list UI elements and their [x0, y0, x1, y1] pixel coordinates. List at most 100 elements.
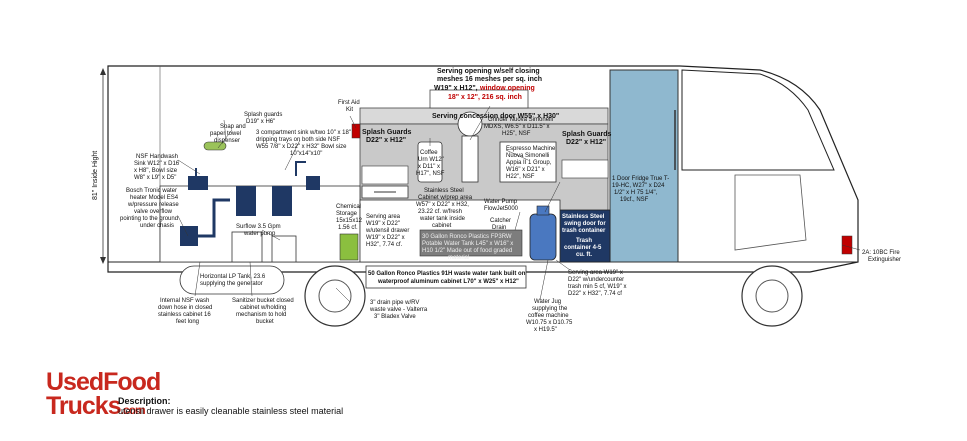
trash-label-1: Trash	[576, 238, 592, 244]
fridge	[609, 69, 679, 263]
logo-line-1: UsedFood	[46, 368, 161, 396]
jug-label-3: coffee machine	[528, 313, 569, 319]
serving-opening-label-1: Serving opening w/self closing	[437, 68, 540, 75]
urn-label-2: Urn W12"	[418, 157, 444, 163]
serve-trash-label-2: D22" w/undercounter	[568, 277, 624, 283]
leader-lines	[177, 105, 861, 303]
grinder-label-1: Grinder Nuova Simonelli	[488, 117, 553, 123]
usedfoodtrucks-logo: UsedFood Trucks.com	[46, 368, 161, 422]
arrow-down-icon	[100, 257, 106, 264]
handwash-label-3: x H8", Bowl size	[134, 168, 178, 174]
sink3-label-2: dripping trays on both side NSF	[256, 137, 340, 143]
lp-label-2: supplying the generator	[200, 281, 263, 287]
jug-label-5: x H19.5"	[534, 327, 557, 333]
catcher-label-1: Catcher	[490, 218, 511, 224]
waste-water-tank	[365, 265, 527, 289]
trash-cabinet	[559, 209, 611, 263]
cab-door	[734, 174, 807, 251]
water-pump	[271, 235, 297, 263]
height-label: 81" Inside Hight	[92, 151, 99, 200]
handwash-label-2: Sink W12" x D16	[134, 161, 180, 167]
swing-label-1: Stainless Steel	[562, 214, 605, 220]
splash-guard-right	[561, 159, 609, 179]
fridge-label-1: 1 Door Fridge True T-	[612, 176, 669, 182]
extinguisher-label-1: 2A: 10BC Fire	[862, 250, 900, 256]
faucet-icon	[295, 161, 306, 176]
flowjet-label-1: Water Pump	[484, 199, 518, 205]
serving-opening-label-3: W19" x H12",	[434, 85, 478, 92]
sink3-label-3: W55 7/8" x D22" x H32" Bowl size	[256, 144, 347, 150]
fridge-label-2: 19-HC, W27" x D24	[612, 183, 665, 189]
sanitizer-label-4: bucket	[256, 319, 274, 325]
trash-label-3: cu. ft.	[576, 252, 592, 258]
serve-trash-label-1: Serving area W19" x	[568, 270, 623, 276]
water-jug	[529, 213, 557, 261]
espresso-label-2: Nuova Simonelli	[506, 153, 549, 159]
espresso-machine	[499, 141, 557, 183]
splash-guard-middle	[361, 165, 409, 185]
arrow-up-icon	[100, 68, 106, 75]
nsf-wash-label-3: stainless cabinet 16	[158, 312, 211, 318]
splash-mid-label-2: D22" x H12"	[366, 137, 406, 144]
fresh-tank-label-2: Potable Water Tank L45" x W16" x	[422, 241, 513, 247]
fridge-label-4: 19cf., NSF	[620, 197, 649, 203]
swing-label-2: swing door for	[564, 221, 606, 227]
concession-door-label: Serving concession door W55" x H30"	[432, 113, 559, 120]
lp-tank	[179, 265, 285, 295]
sanitizer-label-2: cabinet w/holding	[240, 305, 286, 311]
handwash-label-4: W8" x L9" x D5"	[134, 175, 176, 181]
jug-label-4: W10.75 x D10.75	[526, 320, 573, 326]
nsf-wash-label-2: down hose in closed	[158, 305, 212, 311]
water-pipe	[198, 198, 230, 238]
serve-drawer-label-4: W19" x D22" x	[366, 235, 405, 241]
cab-window	[681, 69, 835, 171]
serving-opening-frame	[429, 89, 529, 109]
sanitizer-bucket	[231, 231, 263, 263]
soap-label-1: Soap and	[220, 124, 246, 130]
espresso-label-4: W16" x D21" x	[506, 167, 545, 173]
chem-label-4: 1.56 cf.	[338, 225, 358, 231]
drain-label-1: 3" drain pipe w/RV	[370, 300, 419, 306]
fresh-tank-label-3: H10 1/2" Made out of food graded	[422, 248, 512, 254]
fire-extinguisher	[841, 235, 853, 255]
sink-bowl-2	[272, 186, 292, 216]
serve-trash-label-3: trash min 5 cf, W19" x	[568, 284, 626, 290]
espresso-label-1: Espresso Machine	[506, 146, 556, 152]
serve-drawer-label-2: W19" x D22"	[366, 221, 400, 227]
soap-dispenser	[203, 141, 227, 151]
sanitizer-label-1: Sanitizer bucket closed	[232, 298, 294, 304]
description-text: utensil drawer is easily cleanable stain…	[118, 406, 344, 416]
sink3-label-4: 10"x14"x10"	[290, 151, 322, 157]
catcher-label-2: Drain	[492, 225, 506, 231]
serve-trash-label-4: D22" x H32", 7.74 cf	[568, 291, 622, 297]
drain-label-3: 3" Bladex Valve	[374, 314, 416, 320]
heater-label-1: Bosch Tronic water	[126, 188, 177, 194]
soap-label-2: paper towel	[210, 131, 241, 137]
espresso-label-3: Appia II 1 Group,	[506, 160, 552, 166]
swing-label-3: trash container	[562, 228, 606, 234]
urn-label-3: x D11" x	[418, 164, 440, 170]
chem-label-2: Storage	[336, 211, 358, 217]
wiper-label-5: water tank inside	[419, 216, 466, 222]
wiper-label-2: Cabinet w/prep area	[418, 195, 473, 201]
urn-label-1: Coffee	[420, 150, 438, 156]
handwash-label-1: NSF Handwash	[136, 154, 178, 160]
window-opening-label: window opening	[479, 85, 535, 92]
sanitizer-label-3: mechanism to hold	[236, 312, 286, 318]
logo-line-2: Trucks	[46, 392, 122, 420]
lp-label-1: Horizontal LP Tank, 23.6	[200, 274, 266, 280]
heater-label-6: under chasis	[140, 223, 174, 229]
serve-drawer-label-5: H32", 7.74 cf.	[366, 242, 402, 248]
splash-left-label-2: D19" x H6"	[246, 119, 275, 125]
fresh-tank-label-1: 30 Gallon Ronco Plastics FP3RW	[422, 234, 512, 240]
sink3-label-1: 3 compartment sink w/two 10" x 18"	[256, 130, 351, 136]
urn-label-4: H17", NSF	[416, 171, 445, 177]
extinguisher-label-2: Extinguisher	[868, 257, 901, 263]
logo-suffix: .com	[120, 403, 146, 417]
description-label: Description:	[118, 396, 171, 406]
trash-label-2: container 4-5	[564, 245, 602, 251]
waste-tank-label-1: 50 Gallon Ronco Plastics 91H waste water…	[368, 271, 526, 277]
jug-label-1: Water Jug	[534, 299, 561, 305]
water-jug-cap	[536, 205, 550, 216]
rear-wheel-hub	[318, 279, 352, 313]
